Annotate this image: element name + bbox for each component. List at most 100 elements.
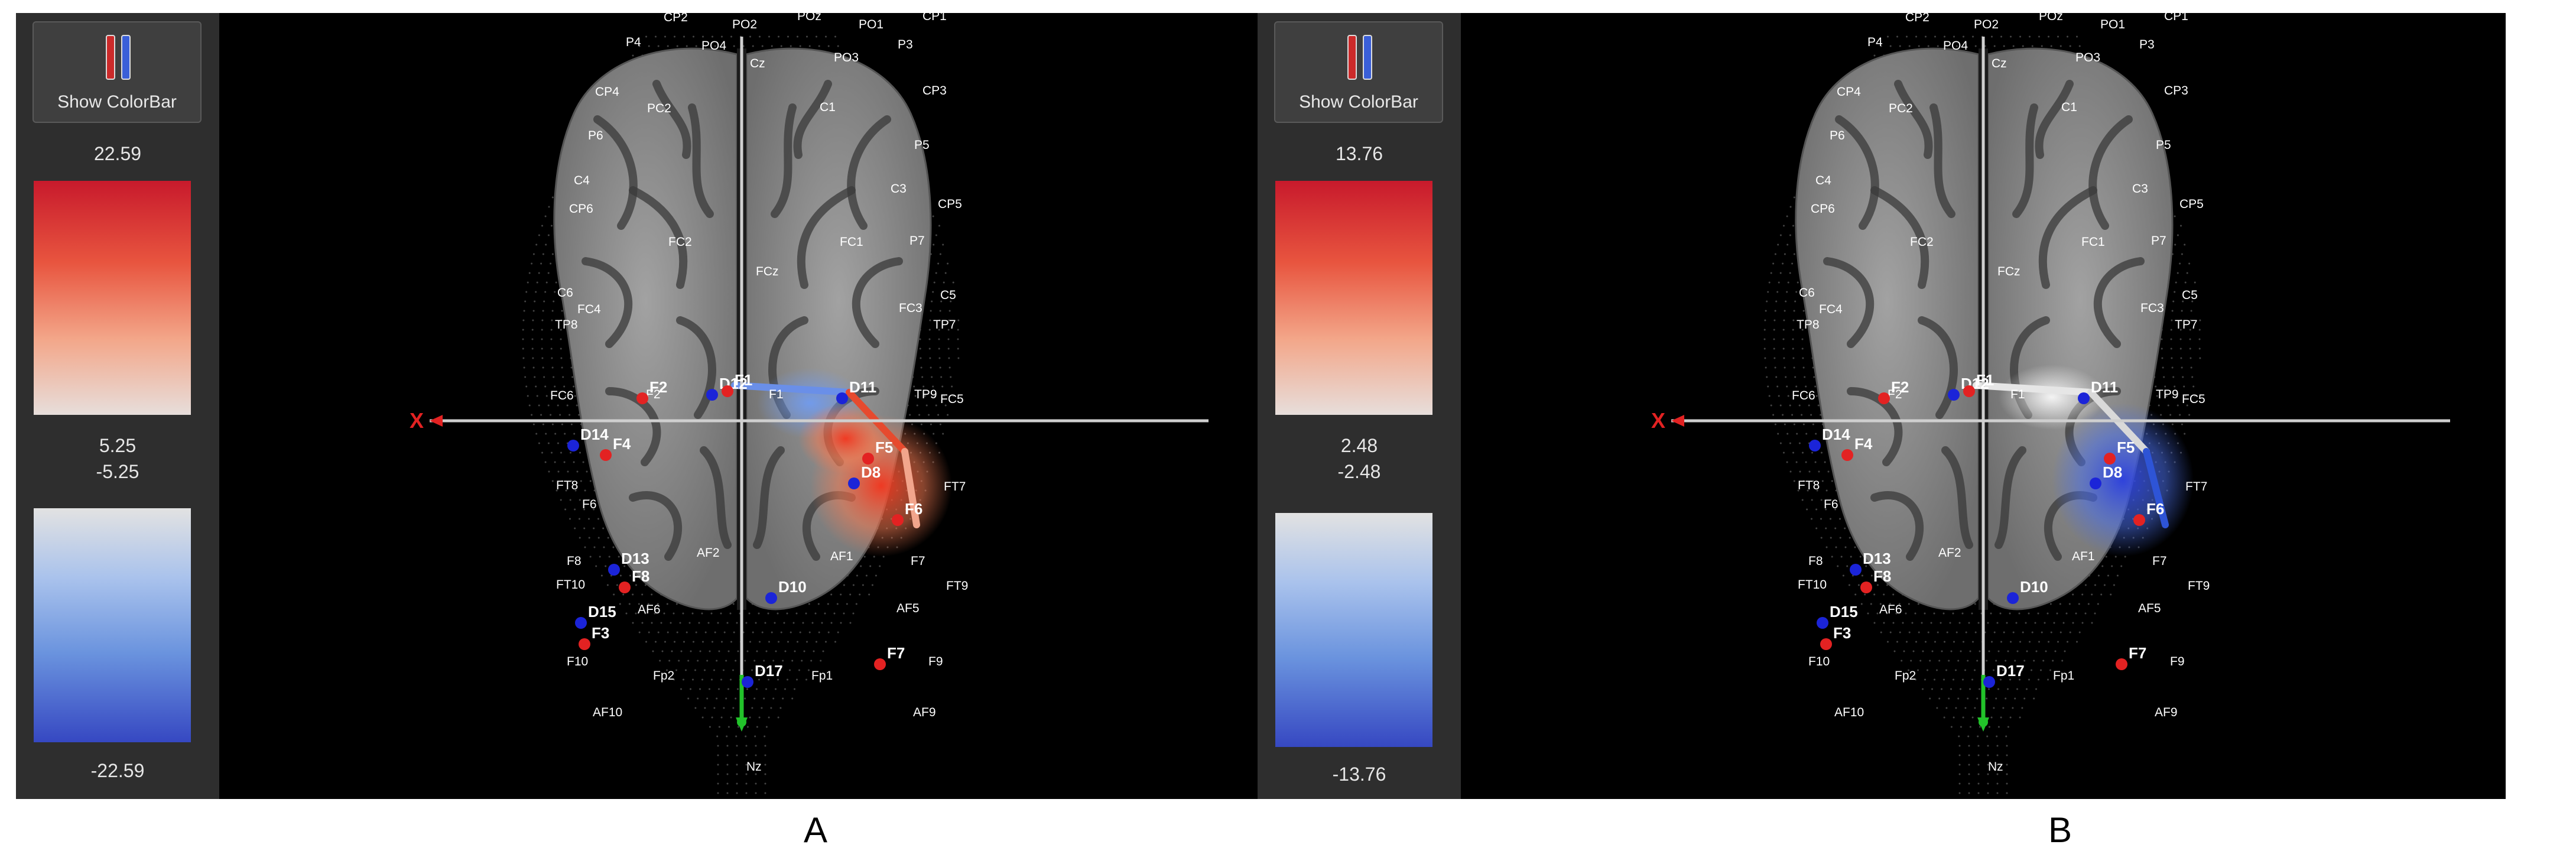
- electrode-label: CP1: [2164, 13, 2188, 23]
- colorbar-negative-gradient: [1275, 513, 1432, 747]
- electrode-label: AF9: [913, 706, 936, 719]
- detector-dot[interactable]: [848, 478, 860, 489]
- show-colorbar-button[interactable]: Show ColorBar: [33, 21, 202, 123]
- detector-dot[interactable]: [1817, 617, 1828, 629]
- electrode-label: C3: [891, 182, 907, 196]
- electrode-label: AF10: [593, 706, 622, 719]
- source-dot[interactable]: [1963, 385, 1975, 397]
- detector-label: D15: [1830, 603, 1858, 621]
- source-label: F3: [592, 624, 609, 642]
- source-dot[interactable]: [2116, 658, 2127, 670]
- detector-dot[interactable]: [2078, 392, 2090, 404]
- detector-dot[interactable]: [706, 389, 718, 401]
- electrode-label: AF2: [1938, 546, 1961, 560]
- source-label: F2: [649, 378, 667, 396]
- source-dot[interactable]: [1860, 582, 1872, 593]
- electrode-label: AF6: [1879, 603, 1902, 616]
- detector-dot[interactable]: [836, 392, 848, 404]
- x-axis-label: X: [410, 408, 424, 433]
- detector-label: D17: [755, 662, 783, 680]
- show-colorbar-label: Show ColorBar: [57, 92, 177, 112]
- electrode-label: Fp1: [2053, 669, 2074, 683]
- electrode-label: C4: [574, 174, 590, 187]
- detector-dot[interactable]: [1809, 440, 1821, 452]
- electrode-label: C6: [1799, 286, 1815, 300]
- source-label: F2: [1891, 378, 1909, 396]
- electrode-label: F10: [1808, 655, 1830, 668]
- detector-dot[interactable]: [575, 617, 587, 629]
- electrode-label: CP3: [2164, 84, 2188, 98]
- colorbar-max-value: 22.59: [93, 143, 142, 164]
- source-label: F7: [2129, 644, 2146, 662]
- electrode-label: AF6: [638, 603, 661, 616]
- electrode-label: AF1: [2072, 550, 2095, 563]
- colorbar-icon: [106, 35, 131, 80]
- detector-label: D14: [580, 425, 609, 443]
- electrode-label: P3: [2139, 38, 2155, 51]
- electrode-label: FC1: [840, 235, 863, 249]
- detector-dot[interactable]: [1850, 564, 1862, 576]
- electrode-label: CP5: [2179, 197, 2204, 211]
- electrode-label: P7: [909, 234, 925, 248]
- source-label: F4: [1854, 435, 1873, 453]
- electrode-label: P5: [914, 138, 930, 152]
- source-dot[interactable]: [874, 658, 886, 670]
- source-dot[interactable]: [1878, 392, 1890, 404]
- source-dot[interactable]: [722, 385, 733, 397]
- colorbar-negative-max-value: -5.25: [96, 461, 139, 482]
- source-dot[interactable]: [1820, 638, 1832, 650]
- electrode-label: F8: [567, 554, 582, 568]
- electrode-label: C5: [2182, 288, 2198, 302]
- electrode-label: FT7: [944, 480, 966, 493]
- electrode-label: TP8: [1797, 318, 1820, 332]
- electrode-label: PC2: [1889, 102, 1913, 115]
- electrode-label: AF10: [1834, 706, 1864, 719]
- electrode-label: TP9: [914, 388, 937, 401]
- source-dot[interactable]: [579, 638, 590, 650]
- detector-dot[interactable]: [742, 676, 753, 688]
- source-dot[interactable]: [2133, 514, 2145, 526]
- electrode-label: CP4: [1837, 85, 1861, 99]
- electrode-label: PO2: [1974, 18, 1999, 31]
- electrode-label: TP7: [2175, 318, 2198, 332]
- electrode-label: AF1: [830, 550, 853, 563]
- electrode-label: POz: [2039, 13, 2063, 23]
- electrode-label: F2: [646, 388, 661, 401]
- detector-dot[interactable]: [567, 440, 579, 452]
- colorbar-positive-min-value: 2.48: [1340, 435, 1378, 456]
- electrode-label: CP6: [1811, 202, 1835, 216]
- detector-label: D15: [588, 603, 616, 621]
- electrode-label: PO4: [1943, 39, 1968, 53]
- source-dot[interactable]: [862, 453, 874, 465]
- source-dot[interactable]: [892, 514, 904, 526]
- detector-dot[interactable]: [2090, 478, 2101, 489]
- detector-dot[interactable]: [1948, 389, 1960, 401]
- source-dot[interactable]: [600, 449, 612, 461]
- detector-dot[interactable]: [765, 592, 777, 604]
- source-dot[interactable]: [1841, 449, 1853, 461]
- electrode-label: AF9: [2155, 706, 2178, 719]
- source-label: F8: [632, 567, 649, 585]
- source-label: F6: [905, 500, 922, 518]
- electrode-label: F1: [2010, 388, 2025, 401]
- electrode-label: CP5: [938, 197, 962, 211]
- source-dot[interactable]: [2104, 453, 2116, 465]
- electrode-label: CP4: [595, 85, 619, 99]
- detector-dot[interactable]: [2007, 592, 2019, 604]
- electrode-label: C1: [820, 100, 836, 114]
- source-label: F1: [1976, 371, 1994, 389]
- source-label: F5: [2117, 439, 2135, 456]
- electrode-label: Fp1: [811, 669, 833, 683]
- electrode-label: TP7: [933, 318, 956, 332]
- detector-dot[interactable]: [608, 564, 620, 576]
- source-dot[interactable]: [619, 582, 631, 593]
- show-colorbar-button[interactable]: Show ColorBar: [1274, 21, 1443, 123]
- source-dot[interactable]: [636, 392, 648, 404]
- detector-dot[interactable]: [1983, 676, 1995, 688]
